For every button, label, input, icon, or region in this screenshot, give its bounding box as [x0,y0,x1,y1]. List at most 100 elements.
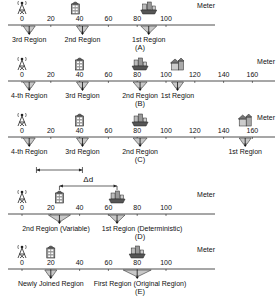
ship-cabin [143,4,147,10]
region-arrowhead [81,89,85,92]
axis-tick [79,214,80,216]
building-window [48,253,50,255]
region-arrow [29,26,30,33]
region-label: 4-th Region [11,92,47,100]
antenna-tower [18,248,26,258]
region-funnel [23,82,35,88]
antenna-tower [18,193,26,203]
axis-label: 100 [160,15,172,23]
axis-label: 0 [20,15,24,23]
distance-bracket-end [117,186,118,190]
axis-label: 20 [47,204,55,212]
axis-tick [166,269,167,271]
building-body [71,4,79,14]
ship-cabin [134,60,138,66]
axis-tick [79,269,80,271]
region-arrowhead [176,89,180,92]
region-arrowhead [81,33,85,36]
axis-tick [166,137,167,139]
region-arrow [29,82,30,89]
region-label: First Region (Original Region) [94,280,187,288]
axis-label: 80 [133,15,141,23]
variable-range-head [36,168,40,171]
house-body [172,63,179,70]
ship-hull [109,199,125,203]
region-funnel [48,215,70,221]
region-label: 3rd Region [65,148,99,156]
ship-hull [129,254,145,258]
region-arrowhead [138,145,142,148]
axis-tick [223,81,224,83]
building-window [57,201,59,203]
building-window [77,121,79,123]
axis-tick [223,137,224,139]
region-funnel [141,26,157,32]
axis-tick [108,25,109,27]
axis-label: 0 [20,127,24,135]
region-arrowhead [49,277,53,280]
axis-label: Meter [197,246,215,254]
ship-cabin [111,193,115,199]
region-funnel [23,138,35,144]
axis-label: 40 [76,204,84,212]
region-arrow [59,215,60,222]
region-arrowhead [138,89,142,92]
signal-waves [18,190,27,194]
axis-label: 100 [160,127,172,135]
distance-axis [8,214,215,215]
ship-cabin [134,116,138,122]
building-window [73,6,75,8]
building-window [77,118,79,120]
antenna-top [21,2,24,5]
axis-label: 140 [218,71,230,79]
building-window [57,198,59,200]
region-funnel [239,138,251,144]
building-window [80,121,82,123]
axis-tick [22,137,23,139]
region-arrow [29,138,30,145]
region-arrowhead [27,89,31,92]
region-arrowhead [81,145,85,148]
ship-cabin [144,118,147,122]
panel-letter: (E) [135,288,145,296]
region-funnel [172,82,184,88]
building-window [77,68,79,70]
region-label: 2nd Region (Variable) [22,225,90,233]
building-dome [48,246,54,248]
distance-axis [8,25,215,26]
house-body [246,117,251,126]
distance-bracket-head [114,184,118,187]
region-label: 3rd Region [65,92,99,100]
building-dome [77,58,83,60]
building-body [76,60,84,70]
building-window [51,250,53,252]
axis-tick [252,81,253,83]
region-label: 4-th Region [11,148,47,156]
axis-label: 60 [105,15,113,23]
axis-label: 60 [105,127,113,135]
region-arrowhead [58,222,62,225]
distance-label: Δd [82,175,94,184]
axis-tick [22,214,23,216]
axis-label: 80 [133,71,141,79]
distance-axis [8,137,275,138]
region-label: 1st Region (Deterministic) [102,225,183,233]
region-label: 3rd Region [12,36,46,44]
region-arrowhead [27,33,31,36]
axis-label: 0 [20,204,24,212]
axis-label: 20 [47,15,55,23]
ship-cabin [121,195,124,199]
axis-label: 40 [76,71,84,79]
region-arrow [140,82,141,89]
building-window [60,201,62,203]
region-label: 2nd Region [122,92,158,100]
building-window [48,250,50,252]
axis-label: 80 [133,204,141,212]
region-arrow [117,215,118,222]
region-funnel [109,215,125,221]
axis-label: 40 [76,127,84,135]
antenna-tower [18,116,26,126]
axis-label: 40 [76,15,84,23]
region-label: Newly Joined Region [18,280,84,288]
building-window [73,9,75,11]
